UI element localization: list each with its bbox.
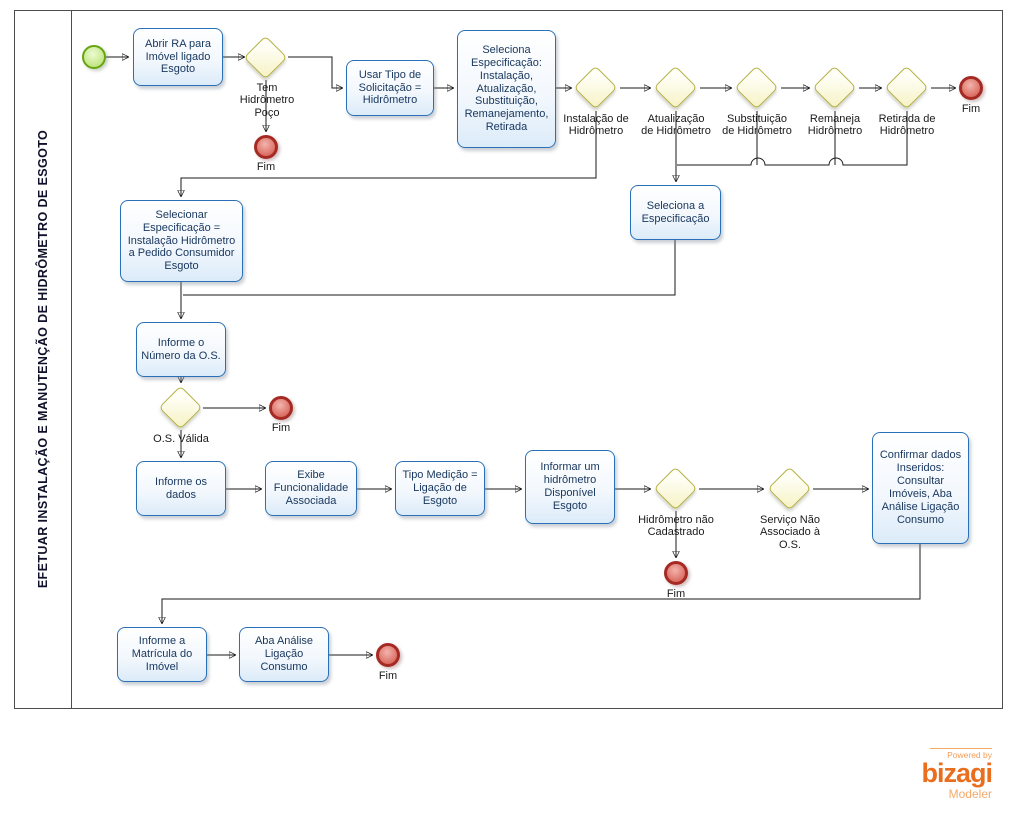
end-event-icon[interactable] — [376, 643, 400, 667]
end-event-label: Fim — [271, 422, 291, 434]
sequence-flow — [677, 111, 908, 166]
task-selecionar-especificacao[interactable]: Selecionar Especificação = Instalação Hi… — [120, 200, 243, 282]
gateway-label: Atualização de Hidrômetro — [641, 113, 711, 138]
end-event-icon[interactable] — [959, 76, 983, 100]
gateway-label: Tem Hidrômetro Poço — [239, 82, 295, 119]
sequence-flow — [181, 111, 597, 197]
sequence-flow — [162, 544, 921, 624]
gateway-label: Retirada de Hidrômetro — [878, 113, 936, 138]
end-event-icon[interactable] — [269, 396, 293, 420]
task-informe-matricula[interactable]: Informe a Matrícula do Imóvel — [117, 627, 207, 682]
end-event-icon[interactable] — [254, 135, 278, 159]
bizagi-brand-text[interactable]: bizagi — [921, 758, 993, 788]
end-event-label: Fim — [961, 103, 981, 115]
gateway-label: Remaneja Hidrômetro — [807, 113, 863, 138]
lane-divider — [71, 11, 72, 708]
gateway-label: Hidrômetro não Cadastrado — [638, 514, 714, 539]
powered-by-text: Powered by — [947, 750, 992, 760]
gateway-label: Substituição de Hidrômetro — [722, 113, 792, 138]
end-event-icon[interactable] — [664, 561, 688, 585]
task-tipo-medicao[interactable]: Tipo Medição = Ligação de Esgoto — [395, 461, 485, 516]
task-confirmar-dados[interactable]: Confirmar dados Inseridos: Consultar Imó… — [872, 432, 969, 544]
logo-divider — [930, 748, 992, 749]
end-event-label: Fim — [666, 588, 686, 600]
task-abrir-ra[interactable]: Abrir RA para Imóvel ligado Esgoto — [133, 28, 223, 86]
start-event-icon[interactable] — [82, 45, 106, 69]
task-informar-hidrometro[interactable]: Informar um hidrômetro Disponível Esgoto — [525, 450, 615, 524]
sequence-flow — [288, 56, 343, 88]
end-event-label: Fim — [256, 161, 276, 173]
task-informe-numero-os[interactable]: Informe o Número da O.S. — [136, 322, 226, 377]
gateway-label: Serviço Não Associado à O.S. — [760, 514, 820, 551]
gateway-label: Instalação de Hidrômetro — [563, 113, 629, 138]
task-informe-dados[interactable]: Informe os dados — [136, 461, 226, 516]
modeler-text: Modeler — [948, 787, 992, 801]
task-aba-analise[interactable]: Aba Análise Ligação Consumo — [239, 627, 329, 682]
gateway-label: O.S. Válida — [153, 433, 209, 445]
end-event-label: Fim — [378, 670, 398, 682]
task-seleciona-a-especificacao[interactable]: Seleciona a Especificação — [630, 185, 721, 240]
task-exibe-funcionalidade[interactable]: Exibe Funcionalidade Associada — [265, 461, 357, 516]
task-usar-tipo-solicitacao[interactable]: Usar Tipo de Solicitação = Hidrômetro — [346, 60, 434, 116]
bizagi-logo[interactable]: Powered by bizagi Modeler — [921, 748, 993, 801]
sequence-flow — [183, 240, 676, 296]
task-seleciona-especificacao[interactable]: Seleciona Especificação: Instalação, Atu… — [457, 30, 556, 148]
